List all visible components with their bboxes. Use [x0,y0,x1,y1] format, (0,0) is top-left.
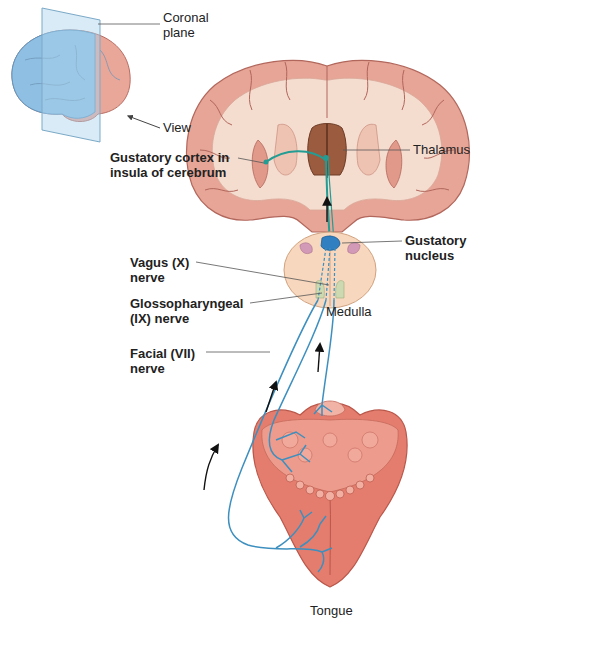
insula-right [386,140,402,188]
part-name: Gustatory cortex in insula of cerebrum [110,150,238,180]
leader-line [98,24,160,25]
cortical-terminal [264,160,269,165]
coronal-plane [42,8,100,142]
gustatory-tract [266,151,330,243]
nerve-name: Glossopharyngeal (IX) nerve [130,296,255,326]
tongue-illustration [253,401,407,587]
flow-arrow [326,198,327,222]
part-name: View [163,120,223,135]
thalamic-relay [323,155,329,161]
gustatory-tract [328,160,334,243]
part-name: Tongue [310,603,390,618]
facial-branches [276,510,332,572]
nerve-name: Vagus (X) nerve [130,255,210,285]
glossopharyngeal-branches [276,432,310,472]
leader-line [342,241,402,243]
cranial-nerves [229,300,335,572]
glossopharyngeal-nerve [269,300,326,460]
median-sulcus [330,495,331,575]
part-name: Gustatory nucleus [405,233,485,263]
part-name: Medulla [326,304,406,319]
epiglottis [315,401,345,416]
leader-line [343,150,410,151]
tongue-root [262,419,398,492]
nerve-name: Facial (VII) nerve [130,346,215,376]
part-name: Thalamus [413,142,503,157]
inset-brain [12,8,160,142]
vallate-papillae [286,474,374,501]
tongue-shape [253,403,407,587]
view-arrow [128,116,160,128]
tonsil-bumps [282,432,378,462]
part-name: Coronal plane [163,10,223,40]
leader-line [238,158,264,163]
nerve-root-dashes [318,248,335,300]
flow-arrows [204,344,320,490]
medulla-section [284,232,402,308]
insula-left [252,140,268,188]
vagus-branches [314,405,332,416]
